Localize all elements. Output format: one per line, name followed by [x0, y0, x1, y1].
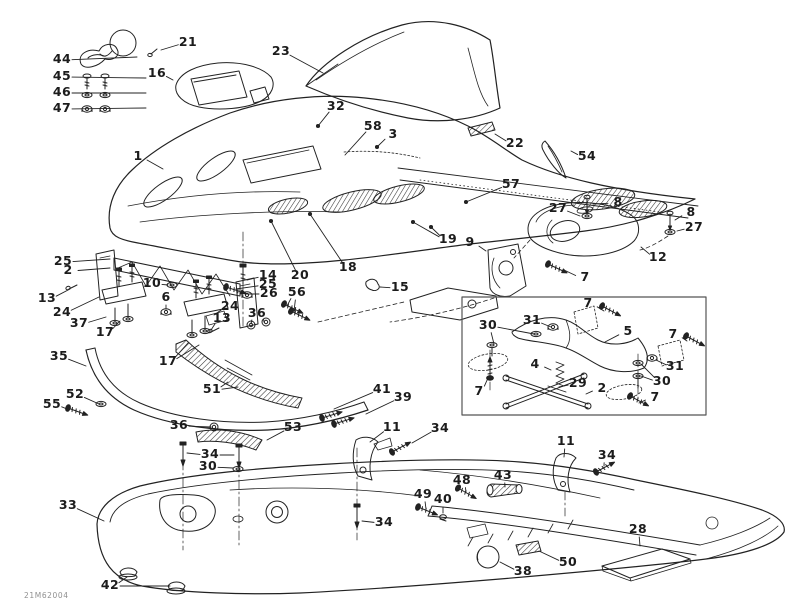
part-callout-54: 54 [577, 148, 597, 164]
part-callout-30: 30 [198, 458, 218, 474]
part-callout-19: 19 [438, 231, 458, 247]
part-callout-30: 30 [652, 373, 672, 389]
part-callout-2: 2 [63, 262, 73, 278]
part-callout-41: 41 [372, 381, 392, 397]
part-callout-15: 15 [390, 279, 410, 295]
part-callout-33: 33 [58, 497, 78, 513]
part-callout-49: 49 [413, 486, 433, 502]
inset-detail-box [461, 296, 707, 416]
part-callout-34: 34 [374, 514, 394, 530]
part-callout-7: 7 [583, 295, 593, 311]
part-callout-35: 35 [49, 348, 69, 364]
part-callout-34: 34 [430, 420, 450, 436]
part-callout-44: 44 [52, 51, 72, 67]
part-callout-11: 11 [556, 433, 576, 449]
part-callout-42: 42 [100, 577, 120, 593]
part-callout-12: 12 [648, 249, 668, 265]
part-callout-24: 24 [52, 304, 72, 320]
part-callout-6: 6 [161, 289, 171, 305]
part-callout-2: 2 [597, 380, 607, 396]
deflector-54 [541, 140, 567, 179]
part-callout-22: 22 [505, 135, 525, 151]
part-callout-47: 47 [52, 100, 72, 116]
part-callout-45: 45 [52, 68, 72, 84]
part-callout-16: 16 [147, 65, 167, 81]
part-callout-13: 13 [37, 290, 57, 306]
part-callout-7: 7 [650, 389, 660, 405]
part-callout-34: 34 [597, 447, 617, 463]
trim-strip-22 [467, 121, 496, 137]
part-callout-21: 21 [178, 34, 198, 50]
part-callout-10: 10 [142, 275, 162, 291]
document-code: 21M62004 [24, 591, 69, 600]
part-callout-36: 36 [169, 417, 189, 433]
part-callout-43: 43 [493, 467, 513, 483]
part-callout-7: 7 [580, 269, 590, 285]
part-callout-52: 52 [65, 386, 85, 402]
part-callout-20: 20 [290, 267, 310, 283]
part-callout-24: 24 [220, 298, 240, 314]
part-callout-58: 58 [363, 118, 383, 134]
part-callout-3: 3 [388, 126, 398, 142]
part-callout-26: 26 [259, 285, 279, 301]
part-callout-53: 53 [283, 419, 303, 435]
part-callout-23: 23 [271, 43, 291, 59]
part-callout-25: 25 [53, 253, 73, 269]
part-callout-56: 56 [287, 284, 307, 300]
part-callout-57: 57 [501, 176, 521, 192]
part-callout-27: 27 [684, 219, 704, 235]
windshield [305, 21, 501, 122]
part-callout-4: 4 [530, 356, 540, 372]
side-pod-assembly [389, 194, 676, 323]
part-callout-11: 11 [382, 419, 402, 435]
part-callout-8: 8 [686, 204, 696, 220]
part-callout-7: 7 [668, 326, 678, 342]
part-callout-14: 14 [258, 267, 278, 283]
part-callout-48: 48 [452, 472, 472, 488]
part-callout-1: 1 [133, 148, 143, 164]
part-callout-29: 29 [568, 375, 588, 391]
part-callout-32: 32 [326, 98, 346, 114]
part-callout-51: 51 [202, 381, 222, 397]
mirror-fasteners [81, 73, 111, 113]
part-callout-27: 27 [548, 200, 568, 216]
part-callout-30: 30 [478, 317, 498, 333]
part-callout-40: 40 [433, 491, 453, 507]
part-callout-36: 36 [247, 305, 267, 321]
part-callout-8: 8 [613, 194, 623, 210]
part-callout-46: 46 [52, 84, 72, 100]
part-callout-31: 31 [665, 358, 685, 374]
hood [108, 95, 699, 265]
part-callout-13: 13 [212, 310, 232, 326]
screw-21 [147, 48, 158, 58]
part-callout-5: 5 [623, 323, 633, 339]
mirror-assembly [79, 29, 137, 68]
part-callout-50: 50 [558, 554, 578, 570]
part-callout-34: 34 [200, 446, 220, 462]
part-callout-31: 31 [522, 312, 542, 328]
part-callout-25: 25 [258, 276, 278, 292]
part-callout-7: 7 [474, 383, 484, 399]
frame-rail-assembly [64, 339, 413, 551]
part-callout-39: 39 [393, 389, 413, 405]
console-pod [175, 62, 274, 110]
part-callout-55: 55 [42, 396, 62, 412]
part-callout-17: 17 [158, 353, 178, 369]
leader-lines [55, 44, 688, 587]
part-callout-38: 38 [513, 563, 533, 579]
part-callout-9: 9 [465, 234, 475, 250]
part-callout-17: 17 [95, 324, 115, 340]
part-callout-37: 37 [69, 315, 89, 331]
part-callout-18: 18 [338, 259, 358, 275]
part-callout-28: 28 [628, 521, 648, 537]
bottom-hull [96, 453, 785, 595]
